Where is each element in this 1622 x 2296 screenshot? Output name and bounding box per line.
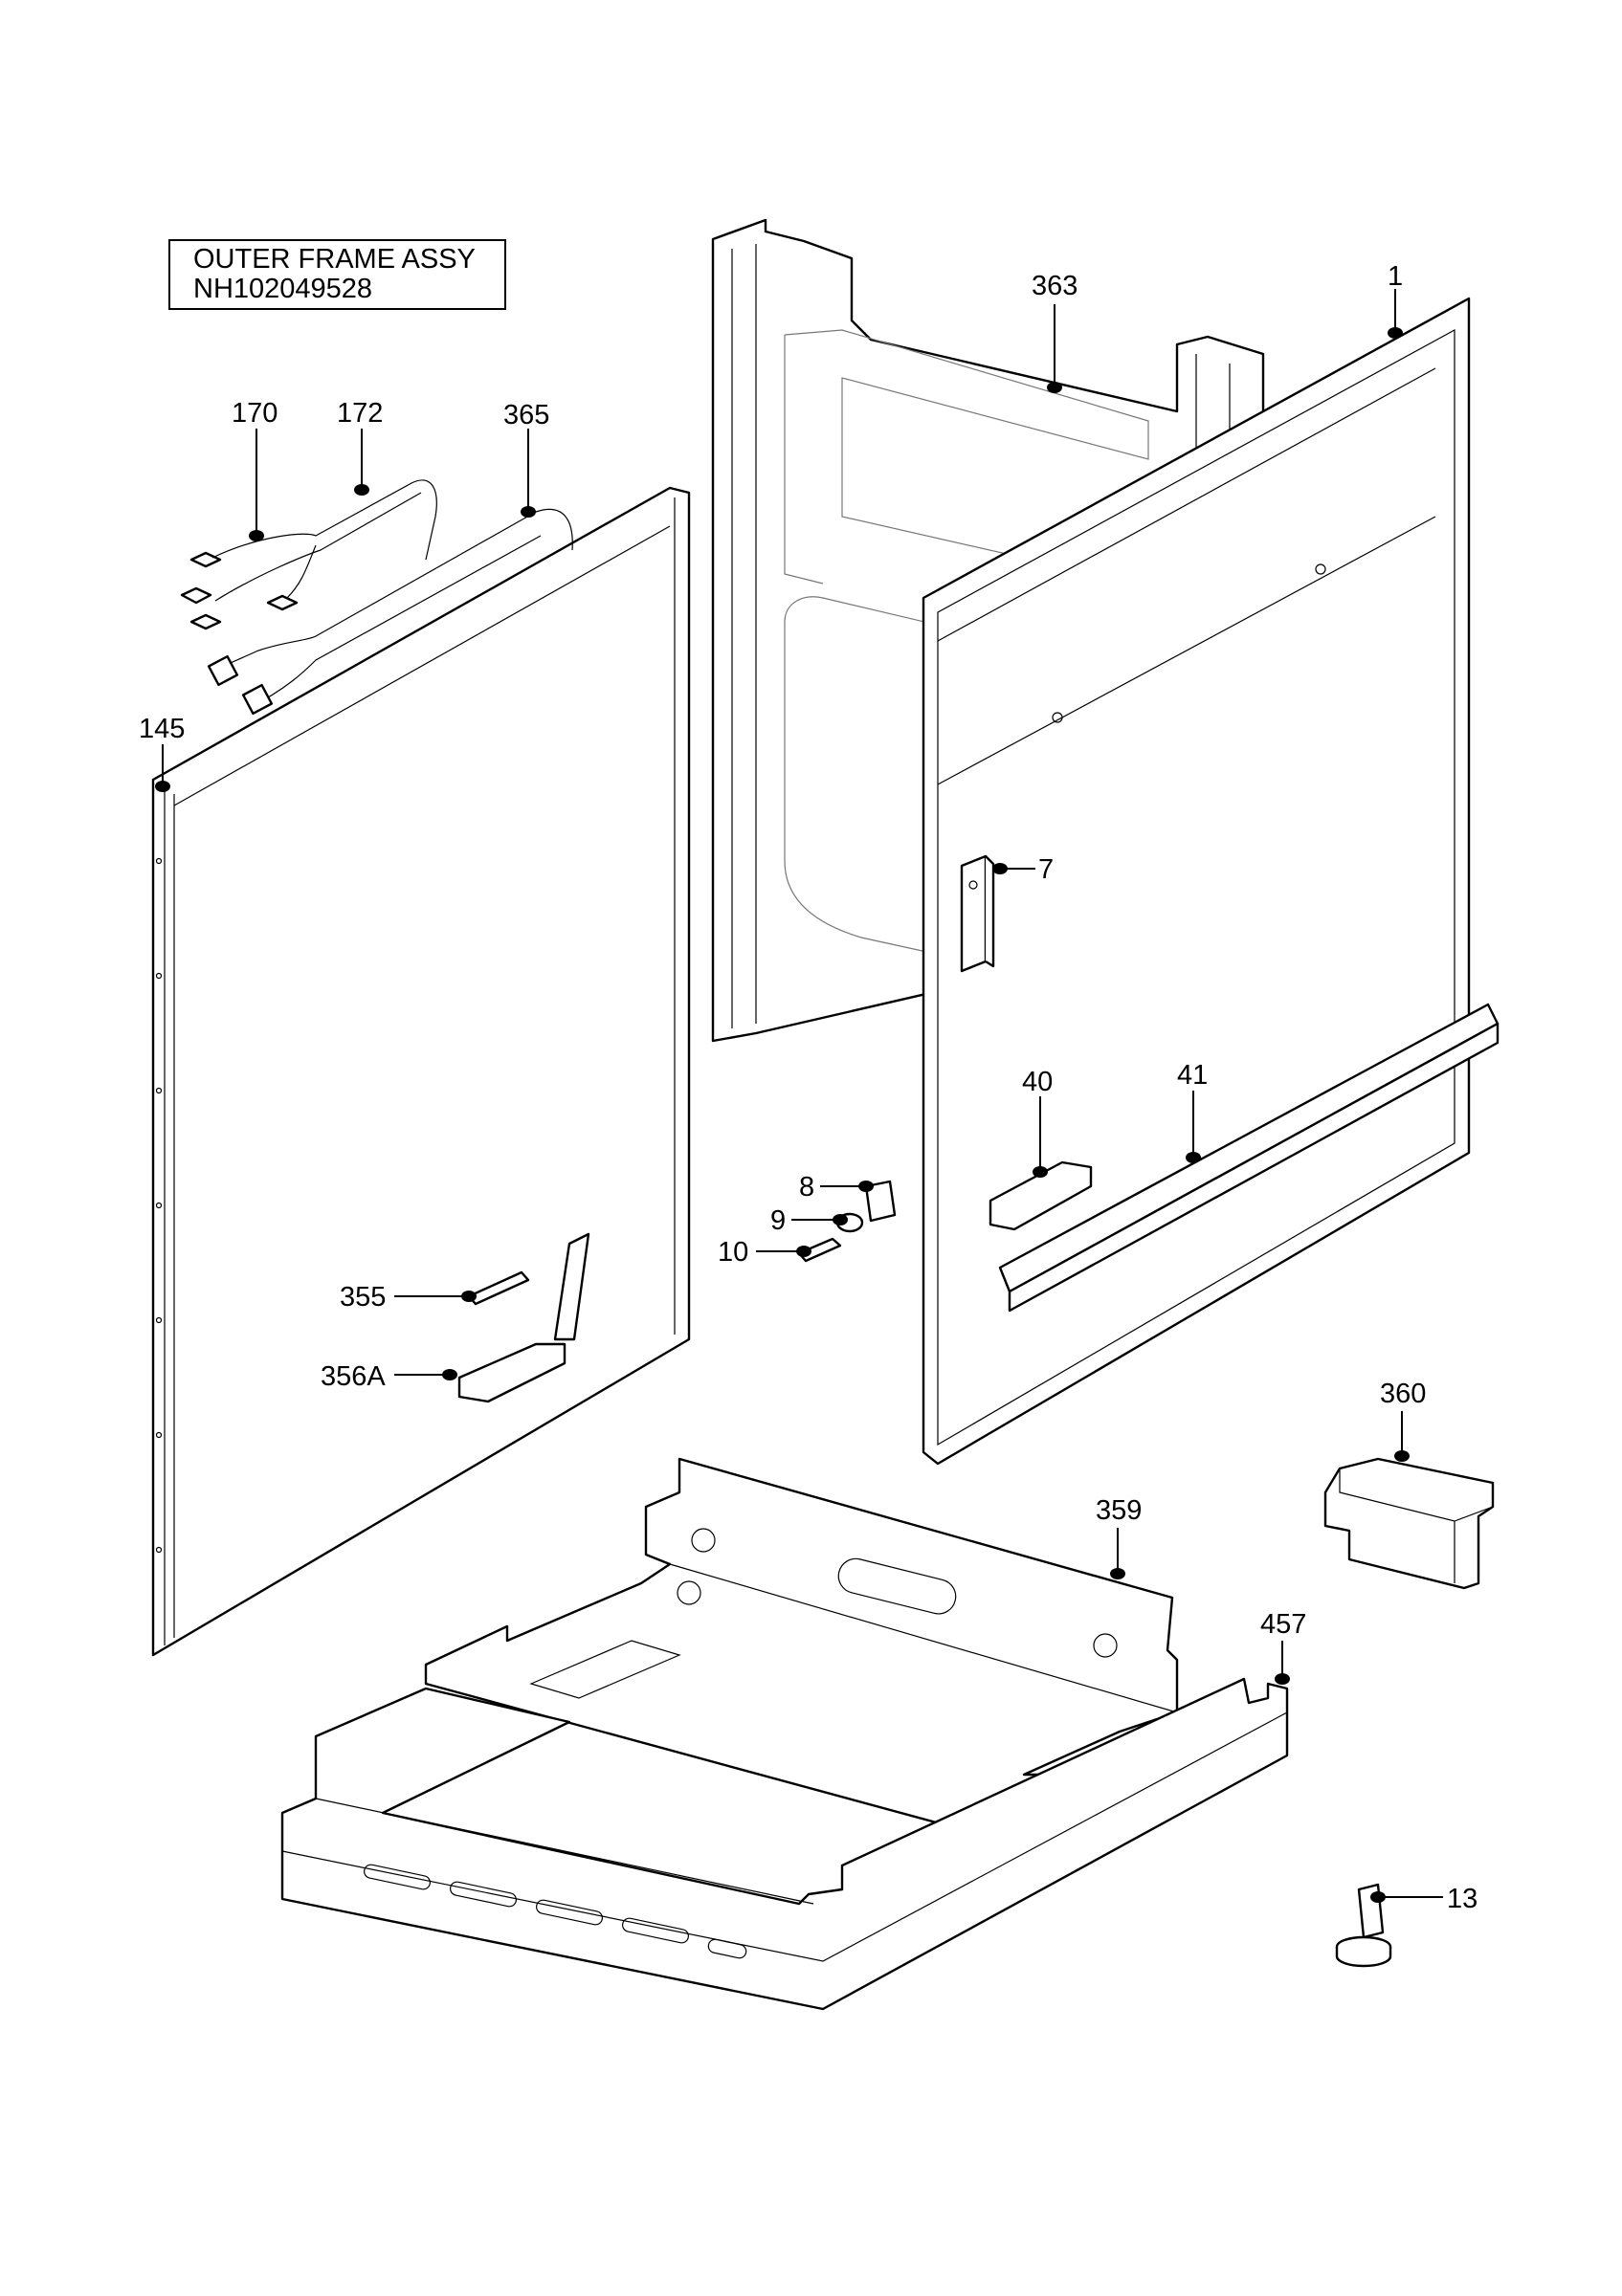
callout-40: 40	[1022, 1067, 1053, 1097]
callout-355: 355	[340, 1282, 386, 1313]
callout-8: 8	[799, 1172, 814, 1203]
clip-8	[864, 1180, 897, 1223]
callout-9: 9	[770, 1205, 786, 1236]
callout-172: 172	[337, 398, 383, 429]
hinge-bracket-356A	[457, 1232, 590, 1403]
callout-360: 360	[1380, 1379, 1426, 1409]
assembly-part-number: NH102049528	[193, 274, 373, 304]
callout-365: 365	[503, 400, 549, 430]
callout-1: 1	[1388, 261, 1403, 292]
callout-457: 457	[1260, 1609, 1306, 1640]
levelling-foot-13	[1335, 1883, 1392, 1968]
leg-bracket-360	[1323, 1457, 1495, 1590]
assembly-title-box: OUTER FRAME ASSY NH102049528	[168, 239, 506, 310]
callout-170: 170	[232, 398, 278, 429]
bottom-tray	[280, 1677, 1289, 2011]
bracket-7	[960, 854, 995, 973]
callout-363: 363	[1032, 271, 1078, 301]
callout-leaders	[155, 289, 1443, 1903]
callout-labels: 363 1 170 172 365 145 7 40 41 8 9 10 355…	[139, 261, 1478, 1914]
cross-rail-41	[998, 1003, 1500, 1313]
pin-10	[797, 1237, 842, 1263]
callout-10: 10	[718, 1237, 748, 1268]
callout-7: 7	[1038, 854, 1054, 885]
bracket-40	[989, 1160, 1093, 1231]
callout-356A: 356A	[321, 1361, 386, 1392]
callout-13: 13	[1447, 1884, 1478, 1914]
base-plate-359	[424, 1457, 1179, 1834]
hinge-pin-355	[467, 1270, 530, 1306]
wire-harness-170-172	[180, 479, 437, 630]
assembly-name: OUTER FRAME ASSY	[193, 244, 476, 275]
callout-41: 41	[1177, 1060, 1208, 1091]
left-side-panel-145	[151, 486, 691, 1657]
callout-359: 359	[1096, 1495, 1142, 1526]
callout-145: 145	[139, 714, 185, 744]
